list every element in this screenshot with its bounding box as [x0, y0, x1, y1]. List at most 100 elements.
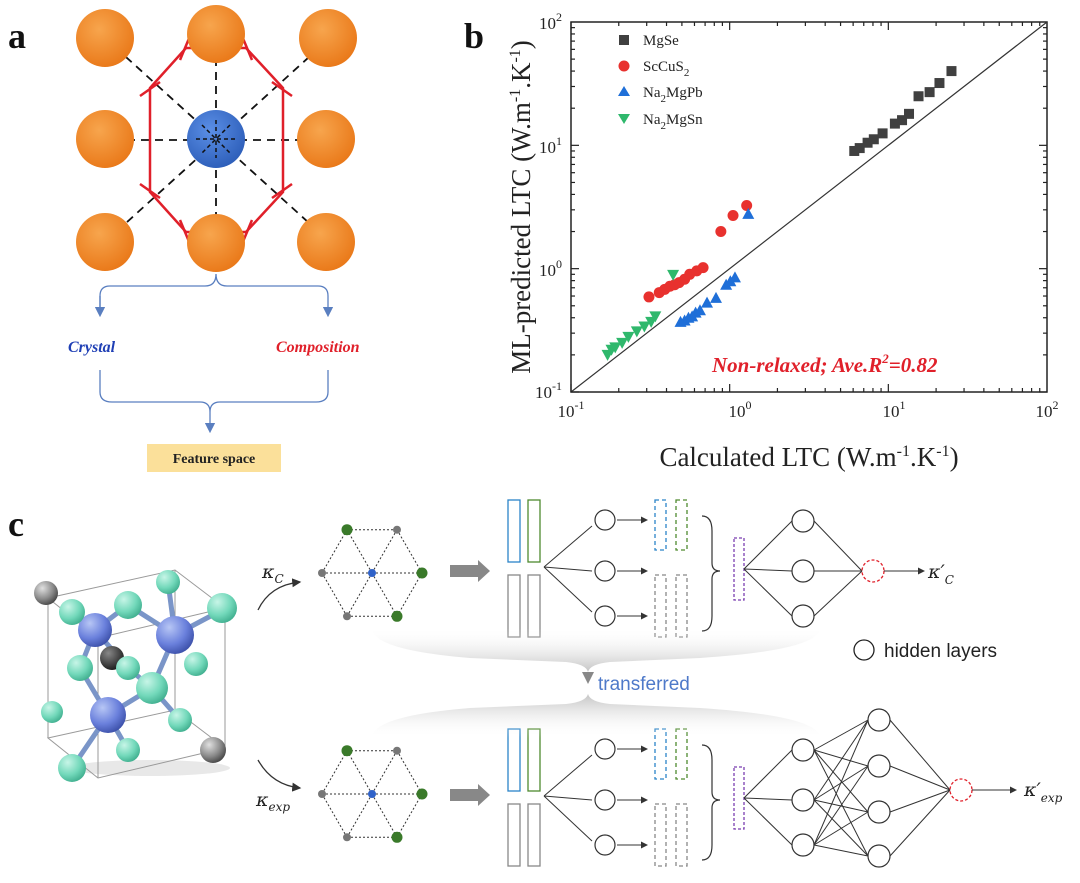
y-tick-label: 102	[539, 10, 562, 33]
connection	[813, 719, 869, 801]
data-point-na2mgsn	[638, 321, 651, 333]
connection	[813, 719, 869, 846]
data-point-sccus2	[697, 262, 709, 274]
connection	[543, 566, 593, 572]
graph-center-node	[368, 569, 376, 577]
graph-node	[393, 746, 401, 755]
x-tick-label: 100	[729, 398, 752, 421]
graph-edge	[346, 750, 373, 795]
data-points	[601, 66, 957, 361]
data-point-mgse	[897, 115, 908, 126]
legend-label-sccus2: ScCuS2	[643, 59, 689, 79]
data-point-mgse	[849, 145, 860, 156]
dashed-box-grey	[654, 803, 667, 867]
y-tick-labels: 10-1 100 101 102	[535, 10, 562, 402]
hidden-neuron	[594, 509, 616, 531]
panel-b-letter: b	[464, 16, 484, 56]
kappa-c-arrow	[257, 578, 302, 611]
grey-arrow-bottom	[450, 784, 490, 806]
dashed-box-grey	[654, 574, 667, 638]
data-point-na2mgsn	[609, 342, 622, 354]
connection	[543, 795, 593, 801]
panel-a-letter: a	[8, 16, 26, 56]
crystal-label: Crystal	[68, 339, 116, 356]
data-point-na2mgsn	[667, 269, 680, 281]
crystal-structure	[34, 569, 237, 782]
x-tick-labels: 10-1 100 101 102	[558, 398, 1059, 421]
connection	[743, 568, 793, 617]
connection	[813, 749, 869, 813]
x-axis-title: Calculated LTC (W.m-1.K-1)	[659, 442, 958, 472]
graph-edge	[371, 750, 398, 795]
data-point-mgse	[868, 134, 879, 145]
outer-atom	[76, 213, 134, 271]
connection	[813, 749, 869, 857]
outer-atom	[187, 214, 245, 272]
connection	[813, 719, 869, 751]
dashed-box-grey	[675, 574, 688, 638]
hidden-neuron	[594, 789, 616, 811]
outer-atom	[76, 9, 134, 67]
identity-line	[570, 21, 1048, 393]
dashed-box-green	[675, 728, 688, 780]
dashed-box-blue	[654, 499, 667, 551]
feature-box-grey	[507, 574, 521, 638]
outer-atom	[299, 9, 357, 67]
connection	[813, 749, 869, 767]
hidden-neuron	[791, 559, 815, 583]
graph-edge	[396, 572, 423, 617]
data-point-mgse	[904, 108, 915, 119]
graph-center-node	[368, 790, 376, 798]
hidden-neuron	[594, 605, 616, 627]
feature-box-grey	[527, 574, 541, 638]
data-point-na2mgpb	[742, 207, 755, 219]
y-tick-label: 100	[539, 257, 562, 280]
data-point-mgse	[924, 87, 935, 98]
data-point-mgse	[854, 143, 865, 154]
hidden-layers-legend-icon	[853, 639, 875, 661]
graph-node	[416, 788, 428, 800]
legend-marker-na2mgsn	[618, 114, 630, 124]
transfer-arrowhead	[582, 672, 594, 684]
data-point-na2mgsn	[649, 311, 662, 323]
split-brace	[99, 273, 334, 318]
data-point-na2mgpb	[701, 296, 714, 308]
y-tick-label: 10-1	[535, 379, 562, 402]
merge-brace	[99, 370, 329, 413]
graph-edge	[396, 750, 423, 795]
y-tick-label: 101	[539, 134, 562, 157]
connection	[889, 719, 951, 791]
graph-edge	[321, 572, 348, 617]
y-axis-title: ML-predicted LTC (W.m-1.K-1)	[506, 40, 536, 374]
outer-atom	[76, 110, 134, 168]
dashed-box-grey	[675, 803, 688, 867]
graph-node	[318, 790, 326, 798]
legend-label-na2mgsn: Na2MgSn	[643, 112, 703, 132]
hidden-neuron	[791, 509, 815, 533]
kappa-exp-output-label: κ′exp	[1023, 779, 1063, 805]
graph-node	[393, 525, 401, 534]
feature-space-label: Feature space	[173, 452, 256, 467]
feature-box-grey	[527, 803, 541, 867]
feature-box-blue	[507, 728, 521, 792]
outer-atom	[297, 110, 355, 168]
graph-node	[318, 569, 326, 577]
center-dashes	[196, 120, 236, 158]
grey-arrow-top	[450, 560, 490, 582]
graph-node	[343, 833, 351, 842]
data-point-na2mgsn	[622, 331, 635, 343]
panel-c-letter: c	[8, 504, 24, 544]
connection	[813, 811, 869, 846]
connection	[813, 844, 869, 857]
feature-box-green	[527, 499, 541, 563]
graph-node	[391, 831, 403, 843]
x-tick-label: 101	[883, 398, 906, 421]
feature-box-blue	[507, 499, 521, 563]
transferred-label: transferred	[598, 674, 690, 695]
dashed-box-green	[675, 499, 688, 551]
outer-atom	[187, 5, 245, 63]
connection	[743, 568, 793, 572]
legend-marker-mgse	[619, 35, 629, 45]
output-neuron	[949, 778, 973, 802]
